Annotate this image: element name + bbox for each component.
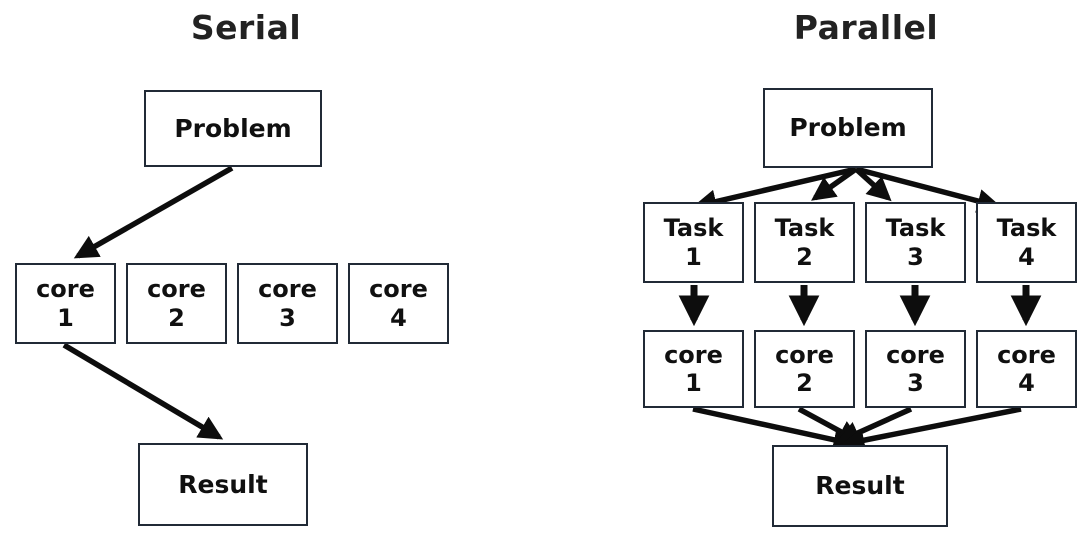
parallel-result-label: Result <box>815 471 905 501</box>
parallel-core-4-label: core 4 <box>997 340 1056 397</box>
edge-parallel-core3-result <box>835 406 913 445</box>
serial-problem-label: Problem <box>174 113 292 143</box>
serial-core-4-box: core 4 <box>348 263 449 344</box>
parallel-core-1-box: core 1 <box>643 330 744 408</box>
serial-core-2-label: core 2 <box>147 275 206 332</box>
serial-title: Serial <box>190 8 302 47</box>
edge-serial-core1-result <box>62 342 224 440</box>
serial-core-3-box: core 3 <box>237 263 338 344</box>
serial-core-3-label: core 3 <box>258 275 317 332</box>
parallel-core-2-label: core 2 <box>775 340 834 397</box>
serial-core-4-label: core 4 <box>369 275 428 332</box>
serial-core-2-box: core 2 <box>126 263 227 344</box>
edge-parallel-problem-task3 <box>854 166 892 202</box>
parallel-task-2-box: Task 2 <box>754 202 855 283</box>
edge-parallel-problem-task4 <box>855 166 1002 213</box>
parallel-task-1-box: Task 1 <box>643 202 744 283</box>
parallel-core-4-box: core 4 <box>976 330 1077 408</box>
edge-parallel-core4-result <box>840 406 1022 453</box>
edge-parallel-core1-result <box>692 406 858 452</box>
edge-serial-problem-core1 <box>73 165 234 259</box>
serial-problem-box: Problem <box>144 90 322 167</box>
parallel-core-3-box: core 3 <box>865 330 966 408</box>
parallel-title: Parallel <box>793 8 939 47</box>
serial-core-1-label: core 1 <box>36 275 95 332</box>
parallel-task-2-label: Task 2 <box>774 214 835 271</box>
parallel-task-3-box: Task 3 <box>865 202 966 283</box>
parallel-core-3-label: core 3 <box>886 340 945 397</box>
parallel-core-2-box: core 2 <box>754 330 855 408</box>
parallel-task-1-label: Task 1 <box>663 214 724 271</box>
parallel-problem-box: Problem <box>763 88 933 168</box>
serial-result-box: Result <box>138 443 308 526</box>
edge-parallel-problem-task2 <box>811 166 858 201</box>
parallel-task-3-label: Task 3 <box>885 214 946 271</box>
parallel-task-4-box: Task 4 <box>976 202 1077 283</box>
edge-parallel-core2-result <box>797 406 863 444</box>
parallel-problem-label: Problem <box>789 113 907 143</box>
serial-core-1-box: core 1 <box>15 263 116 344</box>
edge-parallel-problem-task1 <box>692 166 857 214</box>
serial-result-label: Result <box>178 469 268 499</box>
parallel-core-1-label: core 1 <box>664 340 723 397</box>
parallel-task-4-label: Task 4 <box>996 214 1057 271</box>
parallel-result-box: Result <box>772 445 948 527</box>
